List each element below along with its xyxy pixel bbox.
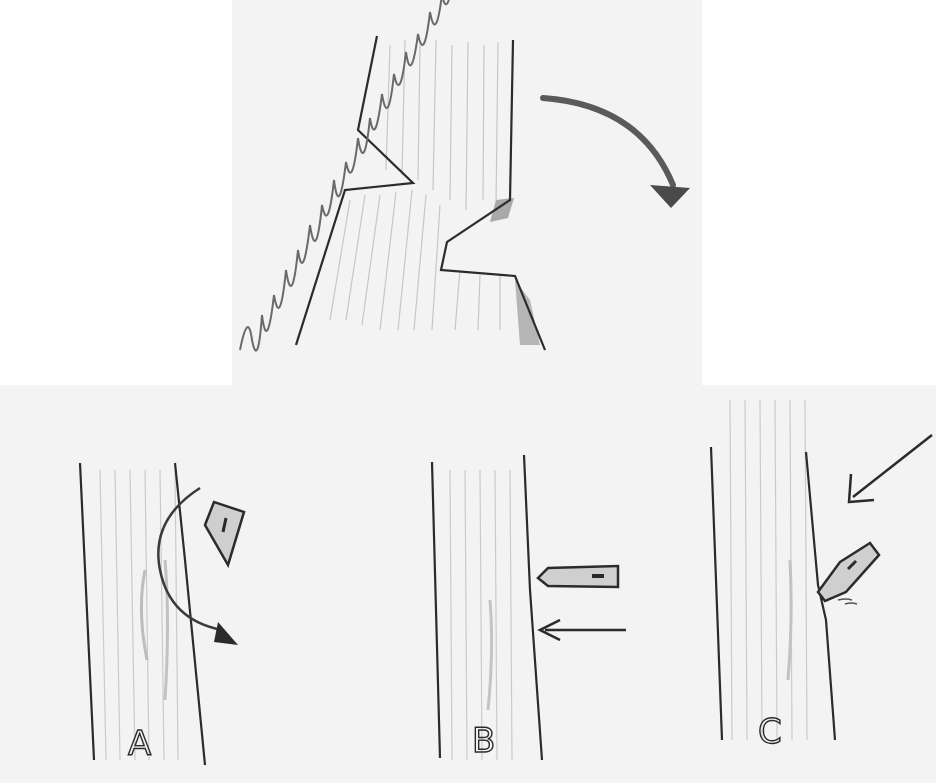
- top-panel-paper: [232, 0, 702, 388]
- label-c: C: [758, 712, 782, 752]
- wedge-b: [538, 566, 618, 587]
- label-b: B: [472, 721, 495, 761]
- label-a: A: [128, 724, 151, 764]
